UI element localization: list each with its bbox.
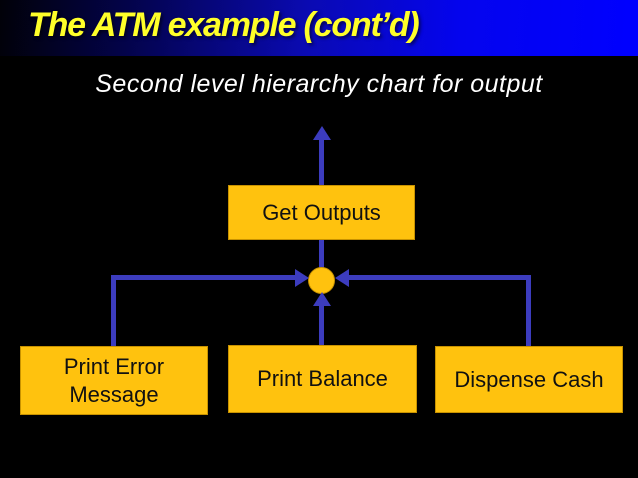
edge-junction-to-get-outputs xyxy=(319,240,324,270)
title-bar: The ATM example (cont’d) xyxy=(0,0,638,56)
slide-subtitle: Second level hierarchy chart for output xyxy=(95,70,543,98)
edge-print-error-horizontal xyxy=(111,275,295,280)
node-dispense-cash-label: Dispense Cash xyxy=(454,366,604,392)
edge-dispense-cash-horizontal xyxy=(349,275,531,280)
node-dispense-cash: Dispense Cash xyxy=(435,346,623,413)
node-print-balance-label: Print Balance xyxy=(257,366,388,392)
node-get-outputs: Get Outputs xyxy=(228,185,415,240)
junction-left-arrowhead-icon xyxy=(295,269,309,287)
up-arrowhead-icon xyxy=(313,126,331,140)
edge-print-error-vertical xyxy=(111,277,116,347)
node-print-error-message: Print Error Message xyxy=(20,346,208,415)
junction-bottom-arrowhead-icon xyxy=(313,292,331,306)
node-get-outputs-label: Get Outputs xyxy=(262,199,381,225)
node-print-balance: Print Balance xyxy=(228,345,417,413)
edge-print-balance-to-junction xyxy=(319,303,324,346)
junction-right-arrowhead-icon xyxy=(335,269,349,287)
junction-circle xyxy=(308,267,335,294)
slide-title: The ATM example (cont’d) xyxy=(28,6,420,44)
edge-get-outputs-up xyxy=(319,138,324,186)
node-print-error-message-label: Print Error Message xyxy=(63,354,165,407)
edge-dispense-cash-vertical xyxy=(526,277,531,347)
